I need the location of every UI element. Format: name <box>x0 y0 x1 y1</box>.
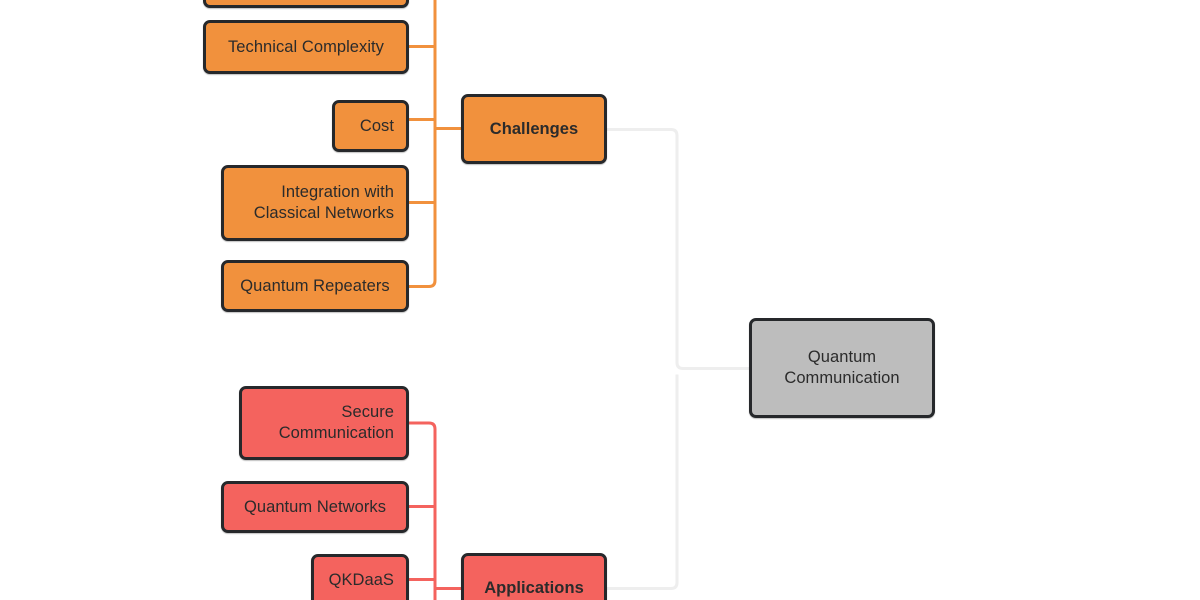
node-clipped-top[interactable] <box>203 0 409 8</box>
edge-root-to-challenges <box>607 128 749 370</box>
node-applications[interactable]: Applications <box>461 553 607 600</box>
edge-root-to-applications <box>607 374 679 590</box>
node-challenges[interactable]: Challenges <box>461 94 607 164</box>
node-label: Cost <box>359 116 394 135</box>
node-label: Secure Communication <box>278 403 394 442</box>
node-label: Applications <box>484 578 584 597</box>
node-label: Technical Complexity <box>228 37 384 56</box>
node-secure-communication[interactable]: Secure Communication <box>239 386 409 460</box>
node-label: Challenges <box>489 119 579 138</box>
edge-applications-trunk <box>409 421 437 600</box>
node-label: Quantum Repeaters <box>240 276 390 295</box>
node-label: Quantum Communication <box>784 348 900 387</box>
node-qkdaas[interactable]: QKDaaS <box>311 554 409 600</box>
node-quantum-repeaters[interactable]: Quantum Repeaters <box>221 260 409 312</box>
node-label: Quantum Networks <box>243 497 387 516</box>
challenges-branch-edges <box>409 0 461 288</box>
node-quantum-networks[interactable]: Quantum Networks <box>221 481 409 533</box>
node-technical-complexity[interactable]: Technical Complexity <box>203 20 409 74</box>
node-cost[interactable]: Cost <box>332 100 409 152</box>
edge-challenges-trunk <box>409 0 437 288</box>
node-label: QKDaaS <box>328 570 394 589</box>
applications-branch-edges <box>409 421 461 600</box>
root-connector-edges <box>607 128 749 590</box>
node-integration-with-classical-networks[interactable]: Integration with Classical Networks <box>221 165 409 241</box>
node-label: Integration with Classical Networks <box>253 183 394 222</box>
node-root-quantum-communication[interactable]: Quantum Communication <box>749 318 935 418</box>
